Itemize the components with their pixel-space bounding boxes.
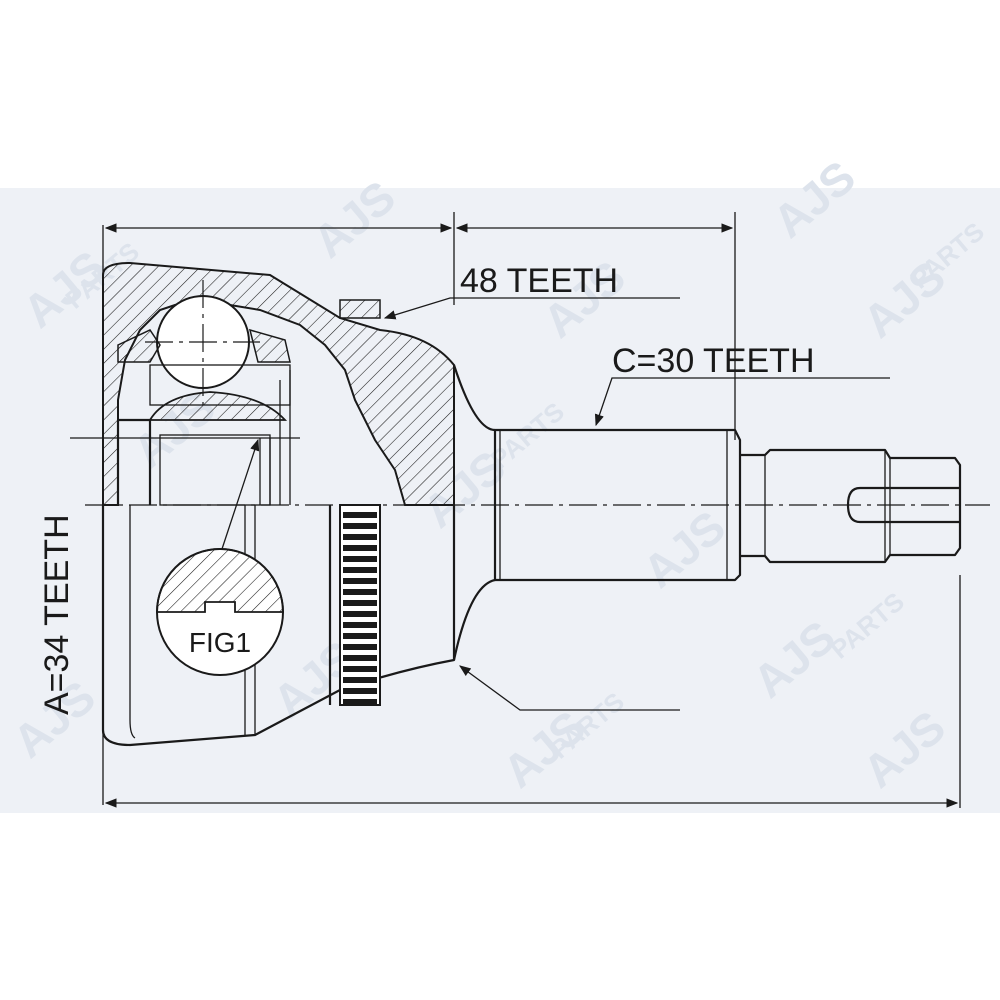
abs-tooth <box>343 655 377 661</box>
outer-race-housing <box>101 261 496 747</box>
abs-tooth <box>343 666 377 672</box>
abs-tooth <box>343 688 377 694</box>
leader-c-teeth <box>594 377 890 427</box>
label-a-teeth: A=34 TEETH <box>38 514 76 715</box>
abs-tooth <box>343 512 377 518</box>
abs-tooth <box>343 567 377 573</box>
abs-tooth <box>343 556 377 562</box>
leader-lines <box>221 297 890 711</box>
abs-tooth <box>343 699 377 705</box>
abs-tooth <box>343 633 377 639</box>
abs-tooth <box>343 677 377 683</box>
fig1-label: FIG1 <box>189 627 251 658</box>
cage-left <box>117 329 161 363</box>
fig1-detail: FIG1 <box>156 548 284 676</box>
abs-tooth <box>343 600 377 606</box>
abs-tooth <box>343 523 377 529</box>
label-c-teeth: C=30 TEETH <box>612 342 815 380</box>
label-48-teeth: 48 TEETH <box>460 262 618 300</box>
abs-ring <box>339 504 381 706</box>
leader-fig1 <box>221 438 260 550</box>
outer-teeth-marker <box>339 299 381 319</box>
abs-tooth <box>343 578 377 584</box>
abs-tooth <box>343 545 377 551</box>
inner-race <box>148 391 288 421</box>
dimension-lines <box>104 223 959 808</box>
abs-tooth <box>343 589 377 595</box>
ball-and-cage <box>117 280 291 506</box>
abs-tooth <box>343 534 377 540</box>
abs-tooth <box>343 622 377 628</box>
cage-right <box>248 328 291 363</box>
leader-48-teeth <box>383 297 680 320</box>
abs-tooth <box>343 644 377 650</box>
abs-tooth <box>343 611 377 617</box>
leader-abs <box>459 665 680 711</box>
